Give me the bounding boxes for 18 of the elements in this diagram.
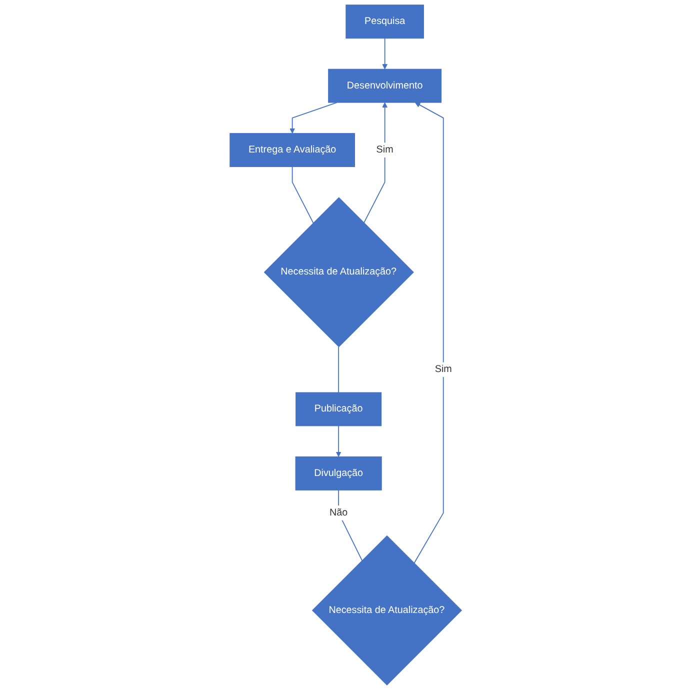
- edge-label: Não: [330, 507, 348, 518]
- node-box: Divulgação: [296, 456, 382, 490]
- node-diamond: Necessita de Atualização?: [264, 197, 414, 348]
- arrow: [414, 102, 444, 564]
- node-box: Desenvolvimento: [328, 68, 442, 103]
- edge-label: Sim: [435, 364, 452, 375]
- arrow: [336, 425, 342, 457]
- arrow: [382, 38, 388, 70]
- node-box: Publicação: [296, 392, 382, 426]
- connector: [338, 346, 340, 393]
- arrow: [364, 102, 388, 224]
- connector: [338, 490, 363, 561]
- connector: [292, 166, 314, 224]
- node-box: Pesquisa: [346, 4, 424, 39]
- arrow: [290, 102, 338, 134]
- node-box: Entrega e Avaliação: [230, 133, 356, 168]
- node-diamond: Necessita de Atualização?: [312, 535, 462, 686]
- edge-label: Sim: [376, 144, 394, 156]
